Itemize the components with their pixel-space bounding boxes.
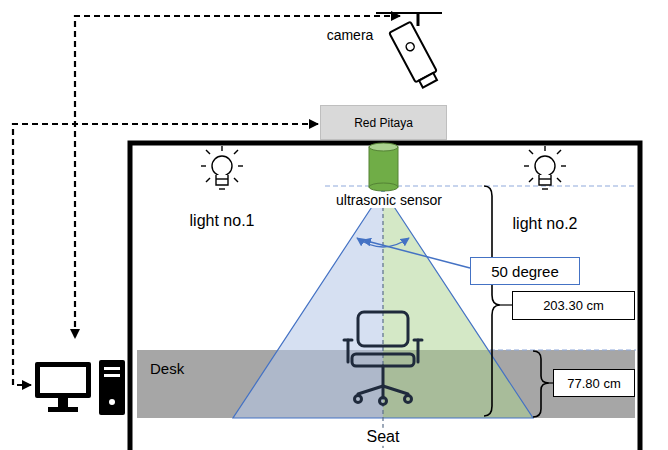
bulb-glass	[535, 156, 555, 176]
dimension-box: 77.80 cm	[553, 369, 635, 397]
chair-post	[382, 366, 385, 386]
camera-lens	[419, 73, 437, 88]
bulb-thread	[539, 178, 551, 179]
callout-arrow	[363, 240, 470, 268]
device-box: Red Pitaya	[320, 105, 447, 140]
chair-back	[358, 312, 408, 346]
device-label: camera	[325, 27, 376, 43]
monitor-screen	[40, 367, 86, 393]
camera-mount	[417, 13, 420, 26]
camera-mount	[376, 12, 442, 14]
bulb-thread	[216, 178, 228, 179]
light-label: light no.2	[511, 215, 580, 233]
bulb-base	[539, 175, 551, 185]
chair-icon	[344, 312, 422, 405]
bulb-tip	[542, 188, 548, 189]
monitor-foot	[48, 407, 78, 412]
sensor-label: ultrasonic sensor	[334, 192, 444, 208]
camera-body	[389, 22, 440, 90]
light-ray	[206, 150, 210, 154]
chair-arm	[347, 340, 350, 362]
light-ray	[544, 146, 545, 151]
light-bulb	[201, 146, 243, 189]
seat-label: Seat	[365, 428, 402, 446]
chair-arm	[414, 339, 422, 342]
sensor-body	[369, 147, 398, 187]
light-ray	[234, 178, 238, 182]
light-ray	[529, 150, 533, 154]
light-ray	[238, 165, 243, 166]
light-ray	[529, 178, 533, 182]
chair-wheel	[380, 398, 387, 405]
light-ray	[234, 150, 238, 154]
node-text: Desk	[150, 360, 184, 377]
chair-arm	[417, 340, 420, 362]
chair-wheel	[355, 396, 362, 403]
light-ray	[201, 165, 206, 166]
node-text: 203.30 cm	[543, 298, 604, 313]
light-ray	[561, 165, 566, 166]
light-ray	[221, 146, 222, 151]
camera-housing	[389, 22, 436, 83]
bulb-glass	[212, 156, 232, 176]
pc-slot	[104, 374, 120, 377]
callout-box: 50 degree	[470, 257, 580, 285]
chair-base	[382, 386, 385, 396]
camera-icon	[376, 13, 442, 89]
monitor	[35, 362, 91, 398]
sensor-top	[369, 143, 398, 151]
chair-seat	[352, 354, 414, 366]
pc-slot	[104, 367, 120, 370]
pc-button	[109, 399, 115, 405]
sensor-bottom	[369, 183, 398, 191]
chair-arm	[344, 339, 352, 342]
data-wire	[75, 16, 400, 338]
node-text: Red Pitaya	[354, 116, 413, 130]
dimension-box: 203.30 cm	[512, 291, 635, 320]
bulb-tip	[219, 188, 225, 189]
light-ray	[557, 178, 561, 182]
node-text: 77.80 cm	[567, 376, 620, 391]
data-wire	[13, 124, 318, 385]
pc-tower	[99, 360, 125, 415]
light-ray	[206, 178, 210, 182]
light-label: light no.1	[188, 212, 257, 230]
camera-dot	[405, 41, 416, 52]
light-ray	[524, 165, 529, 166]
bulb-base	[216, 175, 228, 185]
computer-icon	[35, 360, 125, 415]
light-bulb	[524, 146, 566, 189]
dimension-brace	[484, 186, 500, 416]
light-ray	[557, 150, 561, 154]
chair-wheel	[405, 396, 412, 403]
guide-line	[490, 349, 636, 350]
room-wall	[130, 143, 640, 450]
node-text: 50 degree	[491, 263, 559, 280]
monitor-stand	[58, 398, 68, 408]
center-line	[382, 186, 383, 448]
dimension-brace	[533, 351, 549, 417]
